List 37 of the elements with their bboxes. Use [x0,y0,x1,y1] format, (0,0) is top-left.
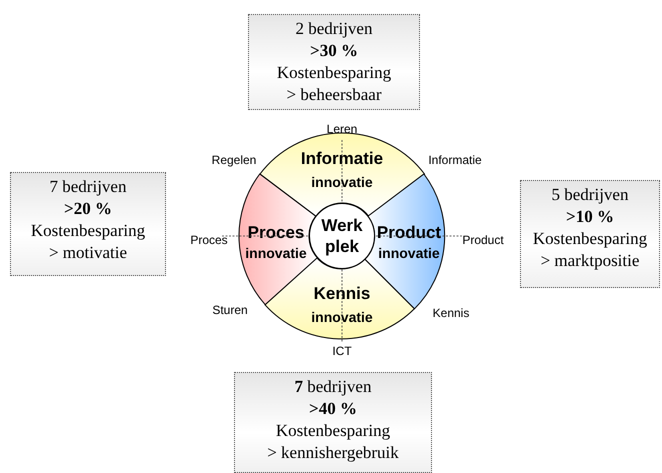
card-text: >30 % [310,40,358,62]
card-text: > kennishergebruik [267,442,399,464]
card-text: >40 % [309,398,357,420]
center-text: Werk plek [320,215,364,257]
sector-subtitle: innovatie [378,246,440,260]
axis-label: Informatie [428,153,482,167]
card-text: Kostenbesparing [532,228,648,250]
card-text: > marktpositie [540,250,640,272]
card-text: Kostenbesparing [30,220,146,242]
card-text: Kostenbesparing [276,420,390,442]
sector-subtitle: innovatie [311,175,373,189]
card-text: 2 bedrijven [296,18,372,40]
axis-label: Regelen [212,153,256,167]
sector-title: Proces [248,224,304,241]
card-text: 7 bedrijven [50,176,126,198]
sector-title: Product [376,224,442,241]
sector-subtitle: innovatie [245,246,307,260]
card-text: >20 % [64,198,112,220]
axis-label: Kennis [432,306,470,320]
info-card [520,180,660,288]
axis-label: Leren [326,122,358,136]
axis-label: ICT [332,344,352,358]
axis-label: Proces [190,233,228,247]
info-card [234,372,432,473]
info-card [248,14,420,110]
sector-subtitle: innovatie [311,310,373,324]
card-text: 5 bedrijven [552,184,628,206]
info-card [10,172,166,276]
axis-label: Product [462,233,504,247]
card-text: Kostenbesparing [276,62,392,84]
sector-title: Kennis [314,284,370,302]
card-text: 7 bedrijven [294,376,372,398]
sector-title: Informatie [300,150,384,167]
card-text: >10 % [566,206,614,228]
card-text: > motivatie [48,242,128,264]
axis-label: Sturen [212,303,248,317]
card-text: > beheersbaar [286,84,382,106]
